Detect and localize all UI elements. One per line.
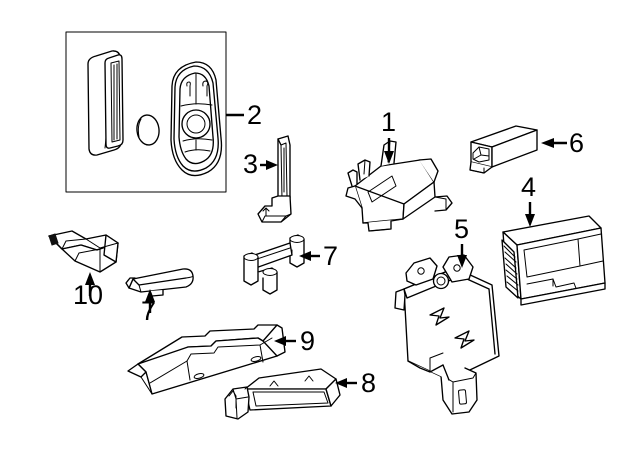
callout-label-8: 8	[361, 368, 376, 398]
control-module	[501, 215, 606, 306]
callout-label-7a: 7	[323, 241, 338, 271]
callout-arrow-4	[525, 202, 535, 227]
antenna-bracket-long	[127, 324, 286, 395]
antenna-clip-upper	[243, 234, 305, 295]
callout-arrow-5	[457, 244, 467, 268]
callout-label-1: 1	[381, 107, 396, 137]
receiver-antenna-module	[469, 125, 538, 174]
callout-label-9: 9	[300, 326, 315, 356]
callout-arrow-7b	[145, 289, 155, 313]
key-fob-transmitter	[170, 61, 223, 177]
key-fob-battery	[136, 114, 160, 146]
callout-label-3: 3	[243, 149, 258, 179]
callout-arrow-3	[260, 160, 278, 170]
bracket-module-1	[345, 140, 453, 232]
callout-arrow-7a	[299, 251, 320, 261]
antenna-module-rear	[224, 368, 341, 420]
antenna-clip-lower	[125, 268, 194, 297]
callout-label-7b: 7	[141, 296, 156, 326]
callout-label-2: 2	[247, 100, 262, 130]
callout-label-6: 6	[569, 128, 584, 158]
callout-arrow-9	[274, 336, 296, 346]
callout-arrow-6	[541, 138, 567, 148]
emergency-key-blade	[257, 135, 292, 223]
alarm-siren-bracket	[394, 254, 500, 415]
callout-arrow-10	[85, 272, 95, 296]
callout-label-5: 5	[454, 214, 469, 244]
callout-arrow-8	[335, 378, 357, 388]
sensor-bracket-small	[48, 230, 119, 273]
callout-label-4: 4	[521, 172, 536, 202]
callout-arrow-1	[384, 138, 394, 164]
key-fob-back-cover	[87, 50, 124, 156]
callout-label-10: 10	[73, 280, 103, 310]
